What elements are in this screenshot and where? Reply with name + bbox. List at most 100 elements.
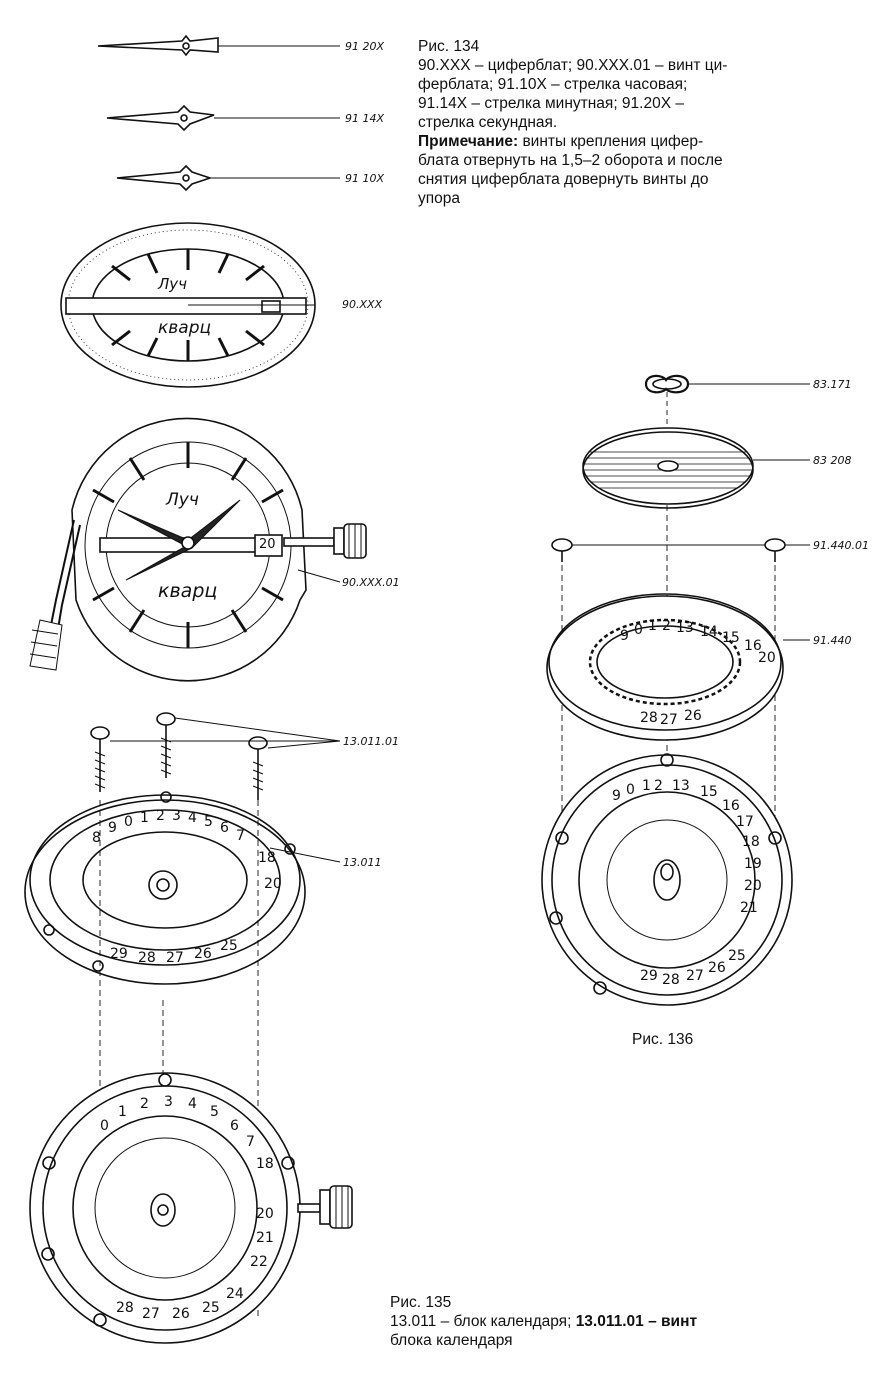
svg-text:14: 14 — [700, 624, 718, 640]
fig134-note-line3: снятия циферблата довернуть винты до — [418, 171, 709, 188]
svg-text:6: 6 — [220, 820, 229, 836]
svg-text:4: 4 — [188, 810, 197, 826]
svg-text:19: 19 — [744, 856, 762, 872]
svg-text:0: 0 — [124, 814, 133, 830]
svg-text:18: 18 — [256, 1156, 274, 1172]
svg-text:28: 28 — [116, 1300, 134, 1316]
label-calendar-block: 13.011 — [343, 856, 382, 869]
label-ring-screw: 91.440.01 — [813, 539, 869, 552]
svg-text:28: 28 — [138, 950, 156, 966]
svg-text:17: 17 — [736, 814, 754, 830]
label-hour-hand: 91 10X — [345, 172, 385, 185]
fig134-note-line4: упора — [418, 190, 461, 207]
label-date-ring: 91.440 — [813, 634, 852, 647]
watch-model-text: кварц — [158, 580, 218, 602]
second-hand-drawing — [97, 34, 340, 57]
svg-text:18: 18 — [258, 850, 276, 866]
date-window: 20 — [259, 537, 276, 552]
dial-model-text: кварц — [158, 318, 212, 338]
svg-text:26: 26 — [708, 960, 726, 976]
svg-text:21: 21 — [740, 900, 758, 916]
assembled-watch-drawing — [29, 417, 367, 682]
fig135-line1-b: 13.011.01 – винт — [575, 1313, 698, 1330]
svg-text:28: 28 — [640, 710, 658, 726]
svg-text:7: 7 — [246, 1134, 255, 1150]
calendar-plan-drawing — [29, 1072, 353, 1344]
svg-text:26: 26 — [684, 708, 702, 724]
svg-text:20: 20 — [744, 878, 762, 894]
svg-text:26: 26 — [172, 1306, 190, 1322]
minute-hand-drawing — [106, 104, 340, 132]
svg-text:29: 29 — [640, 968, 658, 984]
svg-text:16: 16 — [722, 798, 740, 814]
label-dial: 90.XXX — [342, 298, 383, 311]
fig134-note-line2: блата отвернуть на 1,5–2 оборота и после — [418, 152, 723, 169]
svg-text:2: 2 — [654, 778, 663, 794]
svg-text:16: 16 — [744, 638, 762, 654]
dial-drawing — [60, 222, 316, 388]
svg-text:1: 1 — [140, 810, 149, 826]
watch-brand-logo: Луч — [166, 490, 199, 510]
fig134-caption: Рис. 134 90.XXX – циферблат; 90.XXX.01 –… — [418, 37, 858, 208]
svg-text:0: 0 — [626, 782, 635, 798]
svg-text:29: 29 — [110, 946, 128, 962]
svg-text:9: 9 — [612, 788, 621, 804]
svg-text:26: 26 — [194, 946, 212, 962]
label-minute-hand: 91 14X — [345, 112, 385, 125]
label-disc: 83 208 — [813, 454, 852, 467]
fig135-caption: Рис. 135 13.011 – блок календаря; 13.011… — [390, 1293, 850, 1350]
svg-text:25: 25 — [202, 1300, 220, 1316]
svg-text:15: 15 — [700, 784, 718, 800]
svg-text:0: 0 — [634, 622, 643, 638]
svg-text:20: 20 — [264, 876, 282, 892]
svg-text:27: 27 — [686, 968, 704, 984]
fig134-line1: 90.XXX – циферблат; 90.XXX.01 – винт ци- — [418, 57, 728, 74]
svg-text:25: 25 — [220, 938, 238, 954]
svg-text:9: 9 — [620, 628, 629, 644]
svg-text:5: 5 — [204, 814, 213, 830]
disc-drawing — [582, 427, 810, 509]
fig136-caption: Рис. 136 — [632, 1031, 694, 1048]
svg-text:8: 8 — [92, 830, 101, 846]
svg-text:13: 13 — [672, 778, 690, 794]
svg-text:0: 0 — [100, 1118, 109, 1134]
fig135-title: Рис. 135 — [390, 1294, 452, 1311]
svg-text:13: 13 — [676, 620, 694, 636]
svg-text:1: 1 — [118, 1104, 127, 1120]
fig135-line1-a: 13.011 – блок календаря; — [390, 1313, 576, 1330]
svg-text:25: 25 — [728, 948, 746, 964]
svg-text:27: 27 — [660, 712, 678, 728]
svg-text:2: 2 — [662, 618, 671, 634]
calendar-block-drawing — [24, 791, 341, 985]
svg-text:21: 21 — [256, 1230, 274, 1246]
svg-text:6: 6 — [230, 1118, 239, 1134]
fig134-line4: стрелка секундная. — [418, 114, 558, 131]
svg-text:1: 1 — [642, 778, 651, 794]
fig134-line3: 91.14X – стрелка минутная; 91.20X – — [418, 95, 684, 112]
fig135-line2: блока календаря — [390, 1332, 513, 1349]
svg-text:24: 24 — [226, 1286, 244, 1302]
date-ring-drawing — [546, 593, 810, 741]
svg-text:9: 9 — [108, 820, 117, 836]
fig134-note-label: Примечание: — [418, 133, 519, 150]
dial-brand-logo: Луч — [158, 275, 188, 293]
svg-text:2: 2 — [140, 1096, 149, 1112]
svg-text:3: 3 — [164, 1094, 173, 1110]
svg-text:5: 5 — [210, 1104, 219, 1120]
label-dial-screw: 90.XXX.01 — [342, 576, 400, 589]
svg-text:20: 20 — [758, 650, 776, 666]
svg-text:27: 27 — [166, 950, 184, 966]
svg-text:28: 28 — [662, 972, 680, 988]
svg-text:7: 7 — [236, 828, 245, 844]
fig134-line2: ферблата; 91.10X – стрелка часовая; — [418, 76, 688, 93]
svg-text:2: 2 — [156, 808, 165, 824]
svg-text:20: 20 — [256, 1206, 274, 1222]
movement-plan-drawing — [541, 753, 793, 1006]
fig134-title: Рис. 134 — [418, 38, 480, 55]
label-calendar-screw: 13.011.01 — [343, 735, 399, 748]
label-second-hand: 91 20X — [345, 40, 385, 53]
label-spring: 83.171 — [813, 378, 852, 391]
svg-text:18: 18 — [742, 834, 760, 850]
